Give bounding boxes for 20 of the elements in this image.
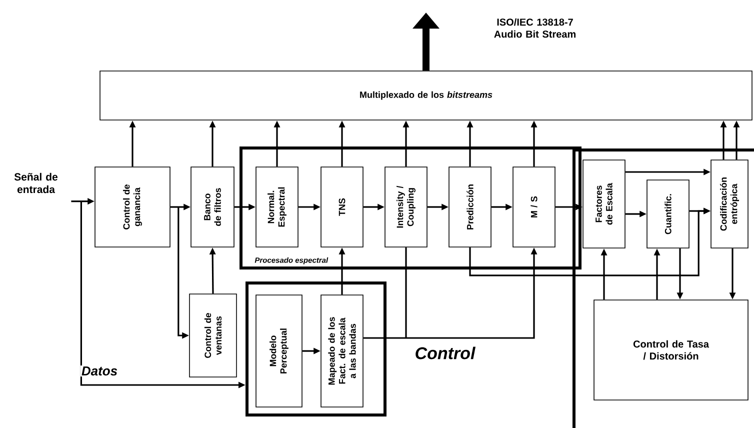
input-label: Señal de entrada (14, 172, 58, 194)
process-box: Intensity / Coupling (384, 166, 428, 248)
process-box: Predicción (448, 166, 492, 248)
process-box: Codificación entrópica (710, 160, 748, 248)
process-box: Normal. Espectral (256, 166, 298, 248)
process-box: TNS (320, 166, 364, 248)
process-box: Banco de filtros (190, 166, 234, 248)
process-box: Mapeado de los Fact. de escala a las bandas (320, 294, 364, 408)
mux-box: Multiplexado de los bitstreams (100, 70, 752, 120)
process-box: Control de ganancia (94, 166, 170, 248)
process-box: Control de ventanas (189, 294, 237, 378)
group-frame (246, 282, 386, 416)
process-box: Modelo Perceptual (256, 294, 302, 408)
process-box: Factores de Escala (582, 160, 626, 248)
section-label: Control (416, 346, 476, 360)
stream-label: ISO/IEC 13818-7 Audio Bit Stream (494, 18, 576, 38)
edge-label: Datos (80, 365, 119, 377)
process-box: M / S (512, 166, 556, 248)
process-box: Cuantific. (646, 180, 690, 248)
control-box: Control de Tasa / Distorsión (594, 300, 748, 400)
